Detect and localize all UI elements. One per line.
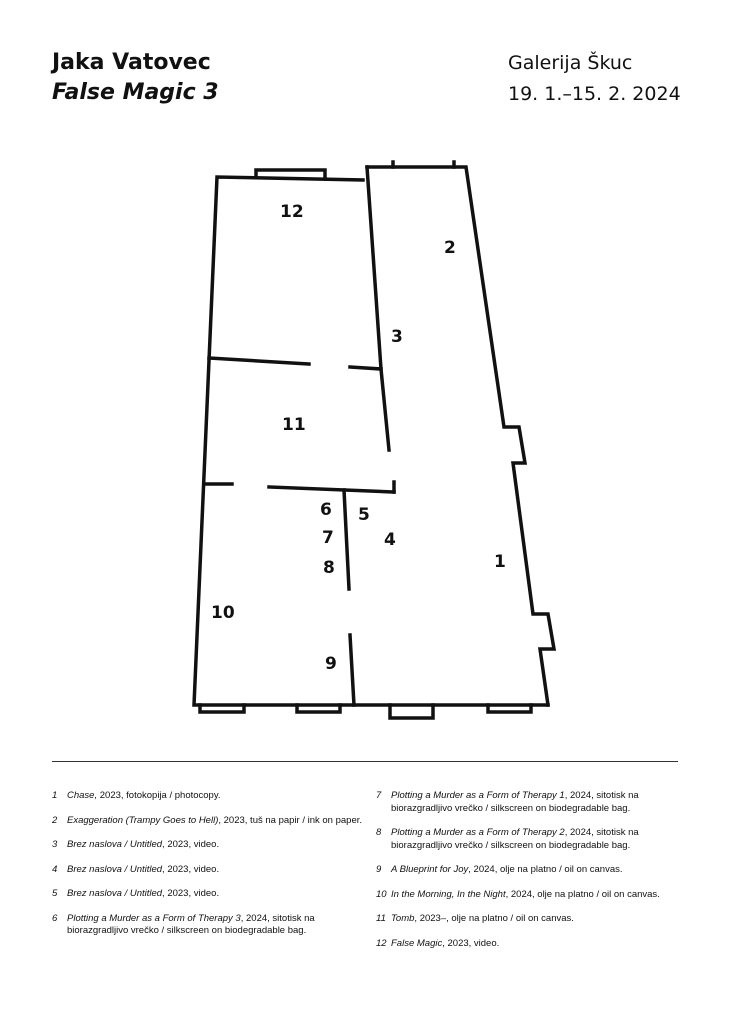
- wall-room11-top-a: [207, 356, 311, 366]
- room-label-12: 12: [280, 202, 304, 222]
- legend-item: 5 Brez naslova / Untitled, 2023, video.: [52, 888, 362, 901]
- item-details: , 2024, sitotisk na biorazgradljivo vreč…: [391, 790, 639, 814]
- item-number: 5: [52, 888, 58, 899]
- item-work-title: Brez naslova / Untitled: [67, 839, 163, 850]
- room-label-2: 2: [444, 238, 456, 258]
- legend-item: 3 Brez naslova / Untitled, 2023, video.: [52, 839, 362, 852]
- item-number: 7: [376, 790, 382, 801]
- floor-plan: 1 2 3 4 5 6 7 8 9 10 11 12: [192, 160, 557, 720]
- item-work-title: Brez naslova / Untitled: [67, 863, 163, 875]
- legend-item: 9 A Blueprint for Joy, 2024, olje na plat…: [376, 864, 686, 877]
- wall-corridor-left: [365, 165, 391, 452]
- legend-item: 7 Plotting a Murder as a Form of Therapy …: [376, 790, 686, 815]
- item-work-title: Exaggeration (Trampy Goes to Hell): [67, 814, 219, 826]
- notch-bottom-4: [486, 703, 533, 714]
- exhibition-title: False Magic 3: [52, 80, 219, 105]
- item-number: 1: [52, 790, 58, 801]
- item-work-title: A Blueprint for Joy: [391, 864, 469, 875]
- item-details: , 2024, olje na platno / oil on canvas.: [505, 888, 660, 900]
- room-label-6: 6: [320, 500, 332, 520]
- legend-item: 12 False Magic, 2023, video.: [376, 938, 686, 951]
- legend-item: 11 Tomb, 2023–, olje na platno / oil on c…: [376, 913, 686, 926]
- item-details: , 2023, tuš na papir / ink on paper.: [218, 814, 363, 826]
- notch-bottom-1: [198, 703, 246, 714]
- item-number: 10: [376, 888, 387, 900]
- room-label-1: 1: [494, 552, 506, 572]
- item-work-title: Plotting a Murder as a Form of Therapy 3: [67, 912, 241, 924]
- item-work-title: Tomb: [391, 913, 415, 924]
- item-details: , 2023, video.: [162, 888, 220, 899]
- room-label-9: 9: [325, 654, 337, 674]
- legend-item: 2 Exaggeration (Trampy Goes to Hell), 202…: [52, 815, 362, 828]
- item-work-title: False Magic: [391, 937, 443, 949]
- room-label-11: 11: [282, 415, 306, 435]
- room-label-7: 7: [322, 528, 334, 548]
- divider-line: [52, 761, 678, 762]
- artist-name: Jaka Vatovec: [52, 50, 211, 75]
- notch-bottom-3: [388, 703, 435, 720]
- item-work-title: Plotting a Murder as a Form of Therapy 1: [391, 790, 565, 801]
- item-details: , 2023, video.: [162, 863, 220, 875]
- wall-room11-top-b: [348, 365, 383, 371]
- room-label-8: 8: [323, 558, 335, 578]
- item-number: 11: [376, 913, 386, 924]
- wall-outer-top-left: [192, 175, 365, 707]
- item-number: 9: [376, 864, 382, 875]
- item-number: 4: [52, 863, 58, 875]
- room-label-10: 10: [211, 603, 235, 623]
- room-label-4: 4: [384, 530, 396, 550]
- item-details: , 2023–, olje na platno / oil on canvas.: [414, 913, 574, 924]
- notch-bottom-2: [295, 703, 342, 714]
- item-details: , 2023, video.: [442, 937, 500, 949]
- wall-divider-upper: [342, 488, 351, 591]
- exhibition-dates: 19. 1.–15. 2. 2024: [508, 83, 681, 105]
- room-label-5: 5: [358, 505, 370, 525]
- item-number: 6: [52, 912, 58, 924]
- item-details: 2023, fotokopija / photocopy.: [97, 790, 221, 801]
- item-number: 2: [52, 814, 58, 826]
- item-work-title: In the Morning, In the Night: [391, 888, 506, 900]
- item-work-title: Chase,: [67, 790, 98, 801]
- item-details: , 2024, sitotisk na biorazgradljivo vreč…: [67, 912, 315, 937]
- item-work-title: Brez naslova / Untitled: [67, 888, 163, 899]
- legend-item: 10 In the Morning, In the Night, 2024, ol…: [376, 889, 686, 902]
- item-number: 12: [376, 937, 387, 949]
- wall-room10-top-b: [267, 485, 396, 494]
- item-details: , 2024, olje na platno / oil on canvas.: [468, 864, 623, 875]
- wall-outer-right: [365, 165, 557, 707]
- item-number: 3: [52, 839, 58, 850]
- wall-divider-lower: [348, 633, 356, 707]
- legend-item: 8 Plotting a Murder as a Form of Therapy …: [376, 827, 686, 852]
- room-label-3: 3: [391, 327, 403, 347]
- notch-top: [254, 168, 327, 180]
- legend-item: 4 Brez naslova / Untitled, 2023, video.: [52, 864, 362, 877]
- gallery-name: Galerija Škuc: [508, 52, 633, 74]
- item-details: , 2024, sitotisk na biorazgradljivo vreč…: [391, 827, 639, 851]
- legend-item: 6 Plotting a Murder as a Form of Therapy …: [52, 913, 362, 938]
- item-work-title: Plotting a Murder as a Form of Therapy 2: [391, 827, 565, 838]
- item-details: , 2023, video.: [162, 839, 220, 850]
- item-number: 8: [376, 827, 382, 838]
- legend-item: 1 Chase, 2023, fotokopija / photocopy.: [52, 790, 362, 803]
